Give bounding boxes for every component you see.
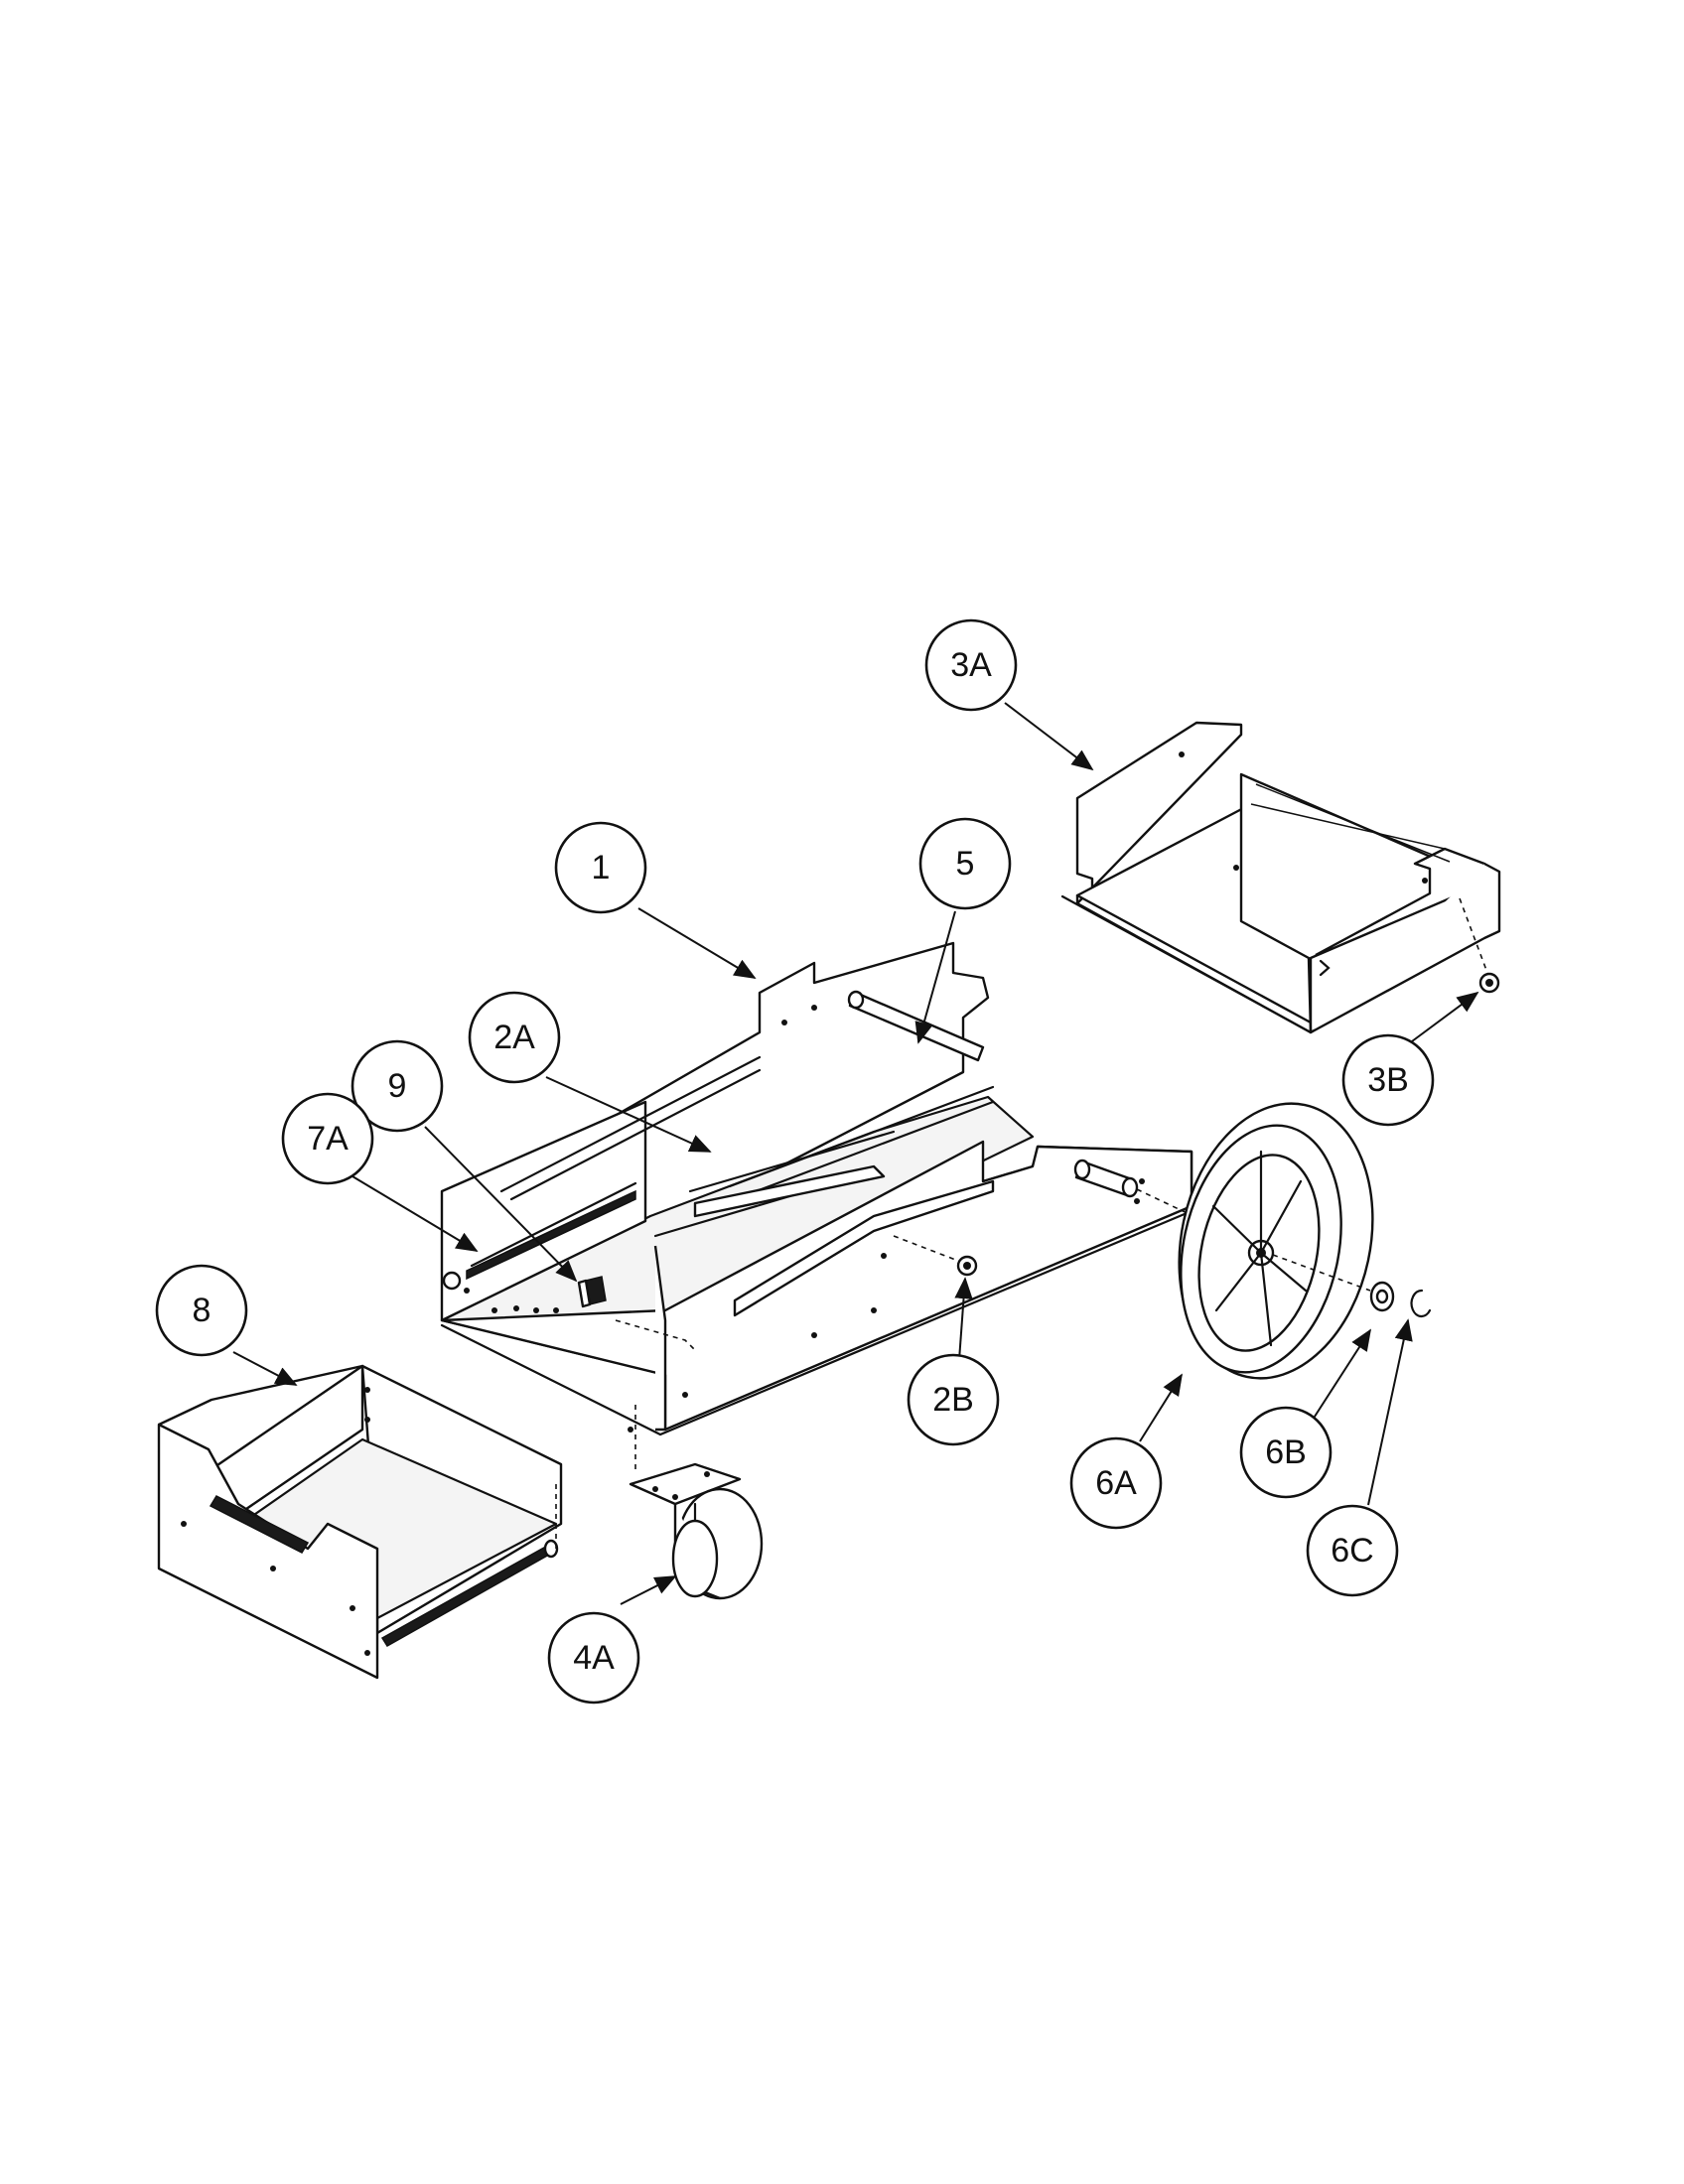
svg-text:9: 9 [388,1067,407,1105]
axle-pin [1073,1159,1257,1247]
svg-text:2B: 2B [932,1381,974,1419]
svg-text:6C: 6C [1331,1532,1373,1570]
callout-5: 5 [918,817,1012,910]
svg-text:7A: 7A [307,1120,349,1158]
part-3a-tray [1060,721,1501,1034]
callout-4a: 4A [547,1611,640,1705]
callout-3b: 3B [1341,1033,1435,1127]
callout-6b: 6B [1239,1406,1333,1499]
part-8-drawer [157,1364,563,1680]
part-6a-wheel [1178,1102,1374,1380]
callout-6a: 6A [1069,1436,1163,1530]
leader-lines [232,702,1479,1605]
callout-1: 1 [554,821,647,914]
callout-9: 9 [351,1039,444,1133]
callout-6c: 6C [1306,1504,1399,1597]
callout-2a: 2A [468,991,561,1084]
svg-text:8: 8 [193,1292,211,1329]
svg-text:3B: 3B [1367,1061,1409,1099]
svg-text:6A: 6A [1095,1464,1137,1502]
svg-text:4A: 4A [573,1639,615,1677]
svg-text:6B: 6B [1265,1433,1307,1471]
svg-text:5: 5 [956,845,975,883]
callout-3a: 3A [924,618,1018,712]
part-2b-screw [893,1235,978,1277]
part-4a-caster [629,1405,764,1600]
part-3b-screw [1459,897,1500,994]
part-6b-washer [1369,1281,1395,1312]
callout-2b: 2B [907,1353,1000,1446]
part-6c-clip [1410,1289,1432,1318]
svg-text:3A: 3A [950,646,992,684]
svg-text:1: 1 [592,849,611,887]
part-1-frame [440,941,1193,1436]
callout-7a: 7A [281,1092,374,1185]
part-9-bumper [577,1276,607,1308]
svg-text:2A: 2A [493,1019,535,1056]
callout-8: 8 [155,1264,248,1357]
